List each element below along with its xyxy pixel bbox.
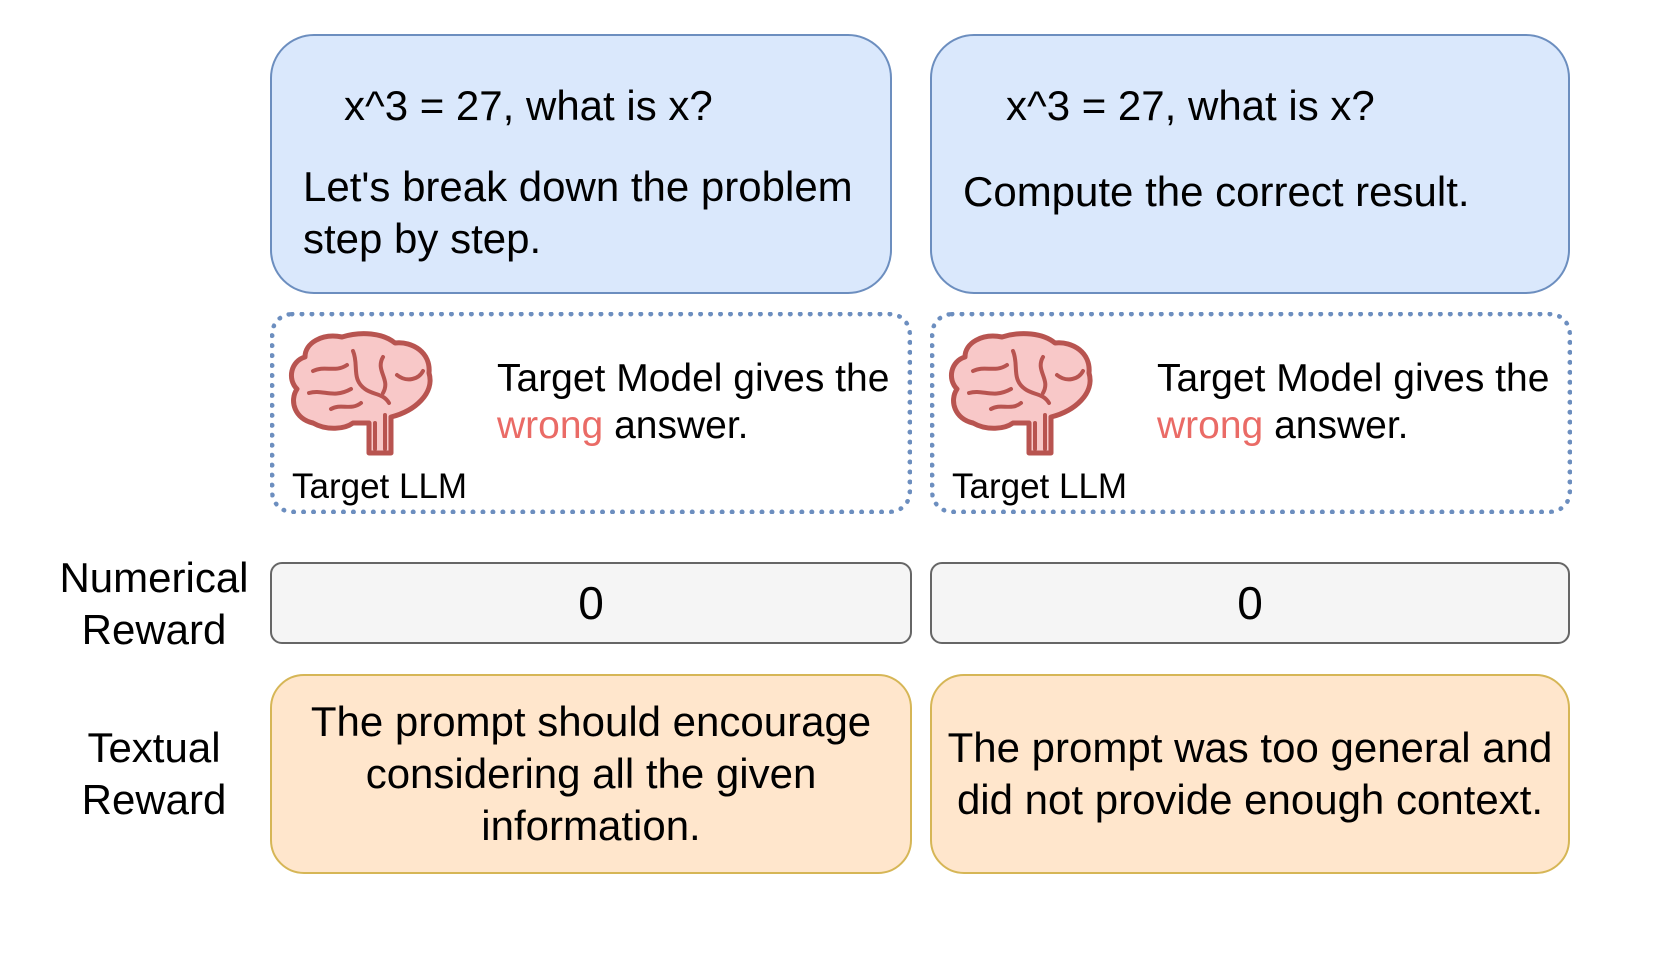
- response-text-end: answer.: [614, 404, 749, 447]
- prompt-box-1: x^3 = 27, what is x? Let's break down th…: [270, 34, 892, 294]
- brain-icon: [288, 331, 433, 456]
- textual-reward-box-2: The prompt was too general and did not p…: [930, 674, 1570, 874]
- numerical-reward-value: 0: [578, 577, 604, 629]
- instruction-text: Compute the correct result.: [963, 168, 1470, 215]
- numerical-reward-box-2: 0: [930, 562, 1570, 644]
- target-model-response: Target Model gives the wrong answer.: [497, 355, 917, 449]
- response-text-start: Target Model gives the: [497, 357, 890, 400]
- wrong-word: wrong: [1157, 404, 1264, 447]
- textual-reward-box-1: The prompt should encourage considering …: [270, 674, 912, 874]
- wrong-word: wrong: [497, 404, 604, 447]
- target-model-response: Target Model gives the wrong answer.: [1157, 355, 1577, 449]
- target-llm-label: Target LLM: [292, 467, 468, 506]
- numerical-reward-box-1: 0: [270, 562, 912, 644]
- question-text: x^3 = 27, what is x?: [344, 82, 713, 129]
- textual-reward-text: The prompt should encourage considering …: [310, 698, 872, 849]
- prompt-box-2: x^3 = 27, what is x? Compute the correct…: [930, 34, 1570, 294]
- target-model-box-1: Target LLM Target Model gives the wrong …: [270, 312, 912, 514]
- instruction-text: Let's break down the problem step by ste…: [303, 163, 853, 262]
- target-model-box-2: Target LLM Target Model gives the wrong …: [930, 312, 1572, 514]
- response-text-end: answer.: [1274, 404, 1409, 447]
- numerical-reward-label: Numerical Reward: [59, 554, 249, 653]
- numerical-reward-value: 0: [1237, 577, 1263, 629]
- textual-reward-text: The prompt was too general and did not p…: [947, 724, 1553, 823]
- target-llm-label: Target LLM: [952, 467, 1128, 506]
- question-text: x^3 = 27, what is x?: [1006, 82, 1375, 129]
- brain-icon: [948, 331, 1093, 456]
- textual-reward-label: Textual Reward: [81, 724, 227, 823]
- response-text-start: Target Model gives the: [1157, 357, 1550, 400]
